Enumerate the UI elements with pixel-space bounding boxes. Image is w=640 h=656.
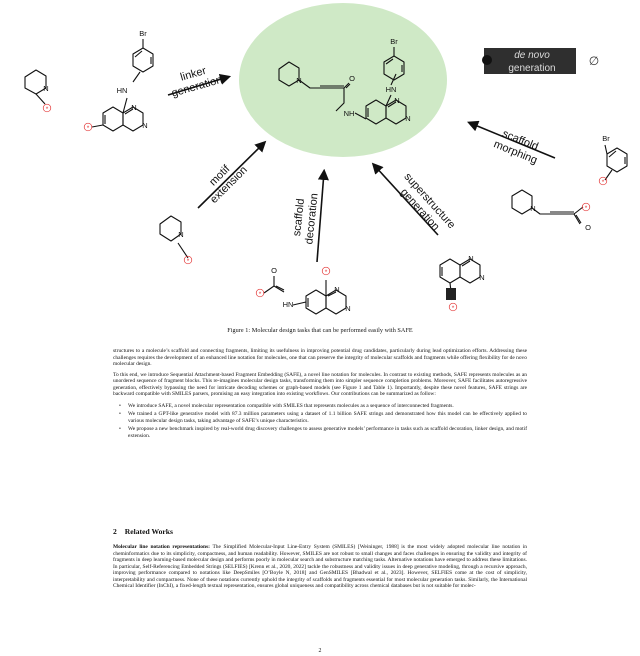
atom-n1-center: N <box>394 96 399 105</box>
atom-o-center: O <box>349 74 355 83</box>
svg-text:*: * <box>585 205 588 212</box>
contribution-item: •We propose a new benchmark inspired by … <box>119 426 527 439</box>
label-decoration-1: scaffold <box>291 198 307 237</box>
atom-n-right: N <box>530 204 535 213</box>
section-heading: 2 Related Works <box>113 527 173 536</box>
contribution-item: •We introduce SAFE, a novel molecular re… <box>119 402 454 409</box>
paragraph-1: structures to a molecule’s scaffold and … <box>113 348 527 367</box>
motif-fragment <box>159 215 189 259</box>
atom-n-left-pip: N <box>43 84 48 93</box>
atom-o-right: O <box>585 223 591 232</box>
atom-br-center: Br <box>390 37 398 46</box>
svg-text:*: * <box>602 179 605 186</box>
section-title: Related Works <box>124 527 173 536</box>
scaffold-morphing-fragments <box>511 144 628 225</box>
atom-hn-left: HN <box>117 86 128 95</box>
atom-nh-center: NH <box>344 109 355 118</box>
label-decoration-2: decoration <box>303 193 320 245</box>
atom-n2-super: N <box>479 273 484 282</box>
related-works-paragraph: Molecular line notation representations:… <box>113 544 527 590</box>
atom-nh-decoration: HN <box>283 300 294 309</box>
atom-hn-center: HN <box>386 85 397 94</box>
arrow-scaffold-decoration <box>316 168 329 263</box>
atom-n2-left: N <box>142 121 147 130</box>
atom-n1-left: N <box>131 103 136 112</box>
arrow-superstructure <box>371 162 439 236</box>
atom-br-right: Br <box>602 134 610 143</box>
arrow-motif <box>197 140 267 209</box>
contributions-list: •We introduce SAFE, a novel molecular re… <box>113 403 527 440</box>
label-de-novo-2: generation <box>508 63 555 74</box>
contribution-item: •We trained a GPT-like generative model … <box>119 411 527 424</box>
arrow-scaffold-morphing <box>467 120 556 159</box>
svg-text:*: * <box>259 291 262 298</box>
de-novo-generation-box: de novo generation <box>482 48 576 74</box>
atom-n-motif: N <box>178 230 183 239</box>
arrow-linker <box>167 73 232 96</box>
figure-caption: Figure 1: Molecular design tasks that ca… <box>227 327 413 334</box>
svg-text:*: * <box>187 258 190 265</box>
atom-n1-super: N <box>468 254 473 263</box>
svg-text:*: * <box>325 269 328 276</box>
atom-n2-decoration: N <box>345 304 350 313</box>
empty-set-symbol: ∅ <box>589 54 599 68</box>
section-number: 2 <box>113 527 117 536</box>
atom-n2-center: N <box>405 114 410 123</box>
superstructure-highlight <box>446 288 456 300</box>
scaffold-decoration-molecule <box>263 276 347 315</box>
related-works-text: The Simplified Molecular-Input Line-Entr… <box>113 544 527 589</box>
target-molecule-circle <box>239 3 447 157</box>
atom-br-left: Br <box>139 29 147 38</box>
superstructure-molecule <box>439 258 481 301</box>
target-molecule <box>278 47 407 125</box>
label-de-novo-1: de novo <box>514 50 550 61</box>
atom-n1-decoration: N <box>334 285 339 294</box>
svg-text:*: * <box>46 106 49 113</box>
svg-text:*: * <box>87 125 90 132</box>
page-number: 2 <box>318 648 322 654</box>
body-column: structures to a molecule’s scaffold and … <box>113 348 527 441</box>
paragraph-2: To this end, we introduce Sequential Att… <box>113 371 527 398</box>
atom-n-center: N <box>296 76 301 85</box>
figure-1: Br HN NH N O N N Br HN N N N N O HN N N … <box>24 3 628 315</box>
runin-heading: Molecular line notation representations: <box>113 544 210 550</box>
linker-fragments <box>24 39 154 132</box>
svg-text:*: * <box>452 305 455 312</box>
atom-o-decoration: O <box>271 266 277 275</box>
attachment-points: * * * * * * * * <box>42 103 608 312</box>
